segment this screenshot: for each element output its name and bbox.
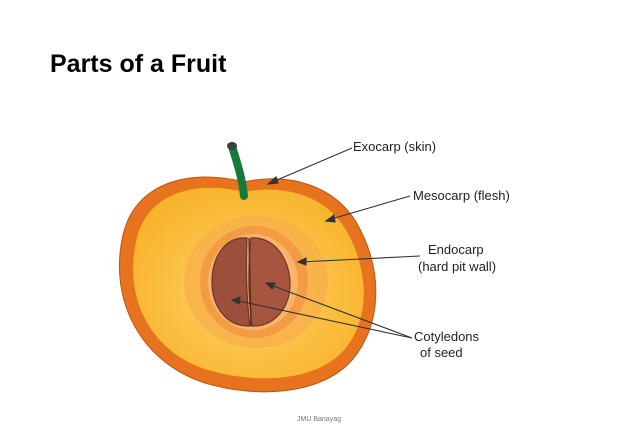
mesocarp-label: Mesocarp (flesh) xyxy=(413,188,510,203)
cotyledon-left xyxy=(211,237,251,327)
cotyledon-right xyxy=(248,237,291,327)
cotyledon-arrowhead-2 xyxy=(230,296,241,305)
cotyledons-label: Cotyledons xyxy=(414,329,480,344)
endocarp-label: Endocarp xyxy=(428,242,484,257)
page-title: Parts of a Fruit xyxy=(50,50,227,78)
endocarp-sublabel: (hard pit wall) xyxy=(418,259,496,274)
mesocarp-pointer xyxy=(327,195,411,221)
stem-tip xyxy=(227,142,237,150)
exocarp-label: Exocarp (skin) xyxy=(353,139,436,154)
exocarp-arrowhead xyxy=(266,176,279,185)
footer-credit: JMU Banayag xyxy=(297,416,341,423)
cotyledon-pointer-2 xyxy=(233,299,413,339)
mesocarp-arrowhead xyxy=(324,214,336,223)
cotyledon-arrowhead-1 xyxy=(264,282,276,290)
exocarp-pointer xyxy=(269,147,353,184)
seed-seam xyxy=(248,237,252,327)
cotyledon-pointer-1 xyxy=(267,283,413,339)
cotyledons-sublabel: of seed xyxy=(420,345,463,360)
endocarp-arrowhead xyxy=(296,257,307,266)
endocarp-pointer xyxy=(299,255,421,263)
